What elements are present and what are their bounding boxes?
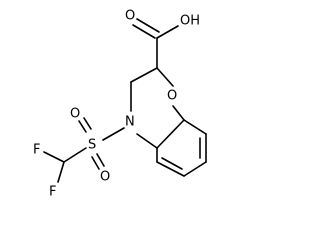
bond-c6-c5	[156, 161, 185, 177]
bond-c4a-c8a	[156, 119, 185, 149]
bond-c8a-c8	[183, 119, 207, 135]
bond-ring-oxygen-c8a	[172, 105, 185, 121]
bond-nitrogen-sulfur	[102, 127, 125, 141]
bond-sulfur-oxygen-top-b	[83, 117, 92, 130]
bond-nitrogen-c4a	[136, 133, 158, 149]
bond-sulfur-chf2	[63, 147, 87, 163]
bond-carboxyl-hydroxyl	[156, 25, 179, 39]
sulfur-label: S	[88, 138, 96, 153]
carbonyl-oxygen-label: O	[125, 9, 135, 24]
atom-labels: OH O O N S O O F F	[33, 9, 200, 200]
bond-c2-ring-oxygen	[156, 67, 174, 87]
bond-c6-c5-inner	[161, 157, 183, 170]
fluorine-top-label: F	[33, 143, 40, 158]
bond-chf2-fluorine-bottom	[57, 161, 65, 183]
bond-sulfur-oxygen-top-a	[78, 120, 87, 133]
bond-sulfur-oxygen-bottom-a	[96, 153, 105, 167]
bond-carbonyl-double-a	[132, 24, 156, 39]
bond-c2-c3	[130, 67, 158, 83]
bond-c7-c6	[183, 161, 207, 177]
ring-oxygen-label: O	[167, 89, 177, 104]
bond-carbonyl-double-b	[136, 18, 160, 33]
bonds	[43, 18, 207, 183]
bond-sulfur-oxygen-bottom-b	[91, 156, 100, 170]
bond-chf2-fluorine-top	[43, 151, 65, 163]
chemical-structure: OH O O N S O O F F	[33, 9, 207, 200]
sulfonyl-oxygen-bottom-label: O	[100, 170, 110, 185]
hydroxyl-label: OH	[180, 14, 200, 29]
ring-nitrogen-label: N	[125, 115, 135, 130]
sulfonyl-oxygen-top-label: O	[70, 107, 80, 122]
fluorine-bottom-label: F	[49, 185, 56, 200]
